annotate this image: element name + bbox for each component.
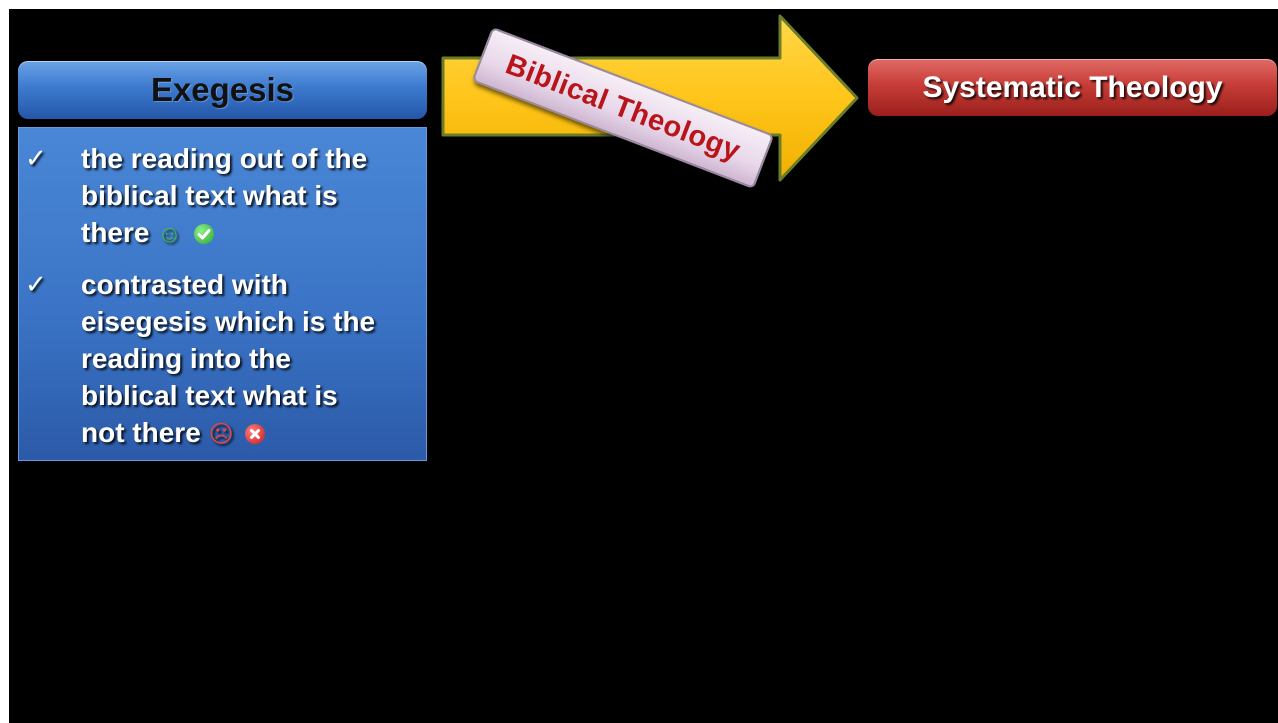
frowning-face-icon: ☹: [208, 421, 234, 448]
bullet-line: there ☺: [81, 214, 421, 253]
bullet-line: eisegesis which is the: [81, 306, 376, 337]
exegesis-title: Exegesis: [150, 71, 295, 108]
bullet-text: contrasted with eisegesis which is the r…: [81, 266, 421, 453]
bullet-line: biblical text what is: [81, 380, 338, 411]
bullet-line: not there ☹: [81, 414, 421, 453]
exegesis-header: Exegesis: [18, 61, 427, 119]
smiley-face-icon: ☺: [157, 221, 182, 248]
bullet-line: reading into the: [81, 343, 291, 374]
green-check-badge-icon: [193, 224, 214, 244]
systematic-theology-title: Systematic Theology: [922, 70, 1223, 104]
bullet-line: contrasted with: [81, 269, 288, 300]
checkmark-icon: ✓: [25, 269, 47, 299]
bullet-text: the reading out of the biblical text wha…: [81, 140, 421, 253]
red-x-badge-icon: [245, 424, 266, 444]
bullet-line: biblical text what is: [81, 180, 338, 211]
systematic-theology-header: Systematic Theology: [868, 59, 1277, 116]
checkmark-icon: ✓: [25, 143, 47, 173]
bullet-line: the reading out of the: [81, 143, 368, 174]
exegesis-definition-box: ✓ the reading out of the biblical text w…: [18, 127, 427, 461]
